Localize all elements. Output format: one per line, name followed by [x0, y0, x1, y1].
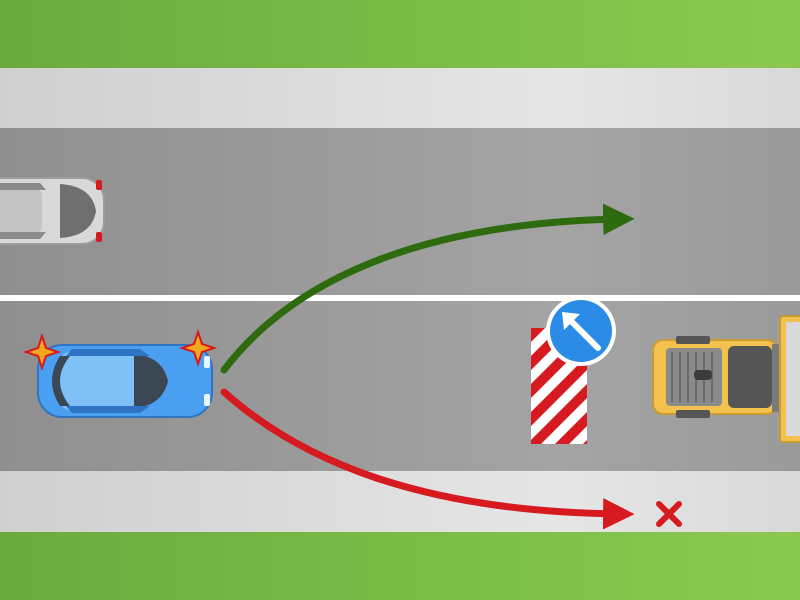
shoulder-path — [220, 388, 635, 530]
x-icon — [656, 501, 682, 527]
grass-top — [0, 0, 800, 68]
sidewalk-top — [0, 68, 800, 128]
hazard-light-front — [178, 328, 218, 368]
oncoming-car — [0, 177, 105, 245]
player-car — [37, 344, 213, 418]
up-left-arrow-icon — [569, 319, 601, 351]
sidewalk-bottom — [0, 471, 800, 532]
lane-divider — [0, 295, 800, 301]
left-lane-path — [220, 203, 635, 374]
keep-left-sign — [546, 296, 616, 366]
grass-bottom — [0, 532, 800, 600]
hazard-light-rear — [22, 332, 62, 372]
forklift — [652, 315, 800, 443]
